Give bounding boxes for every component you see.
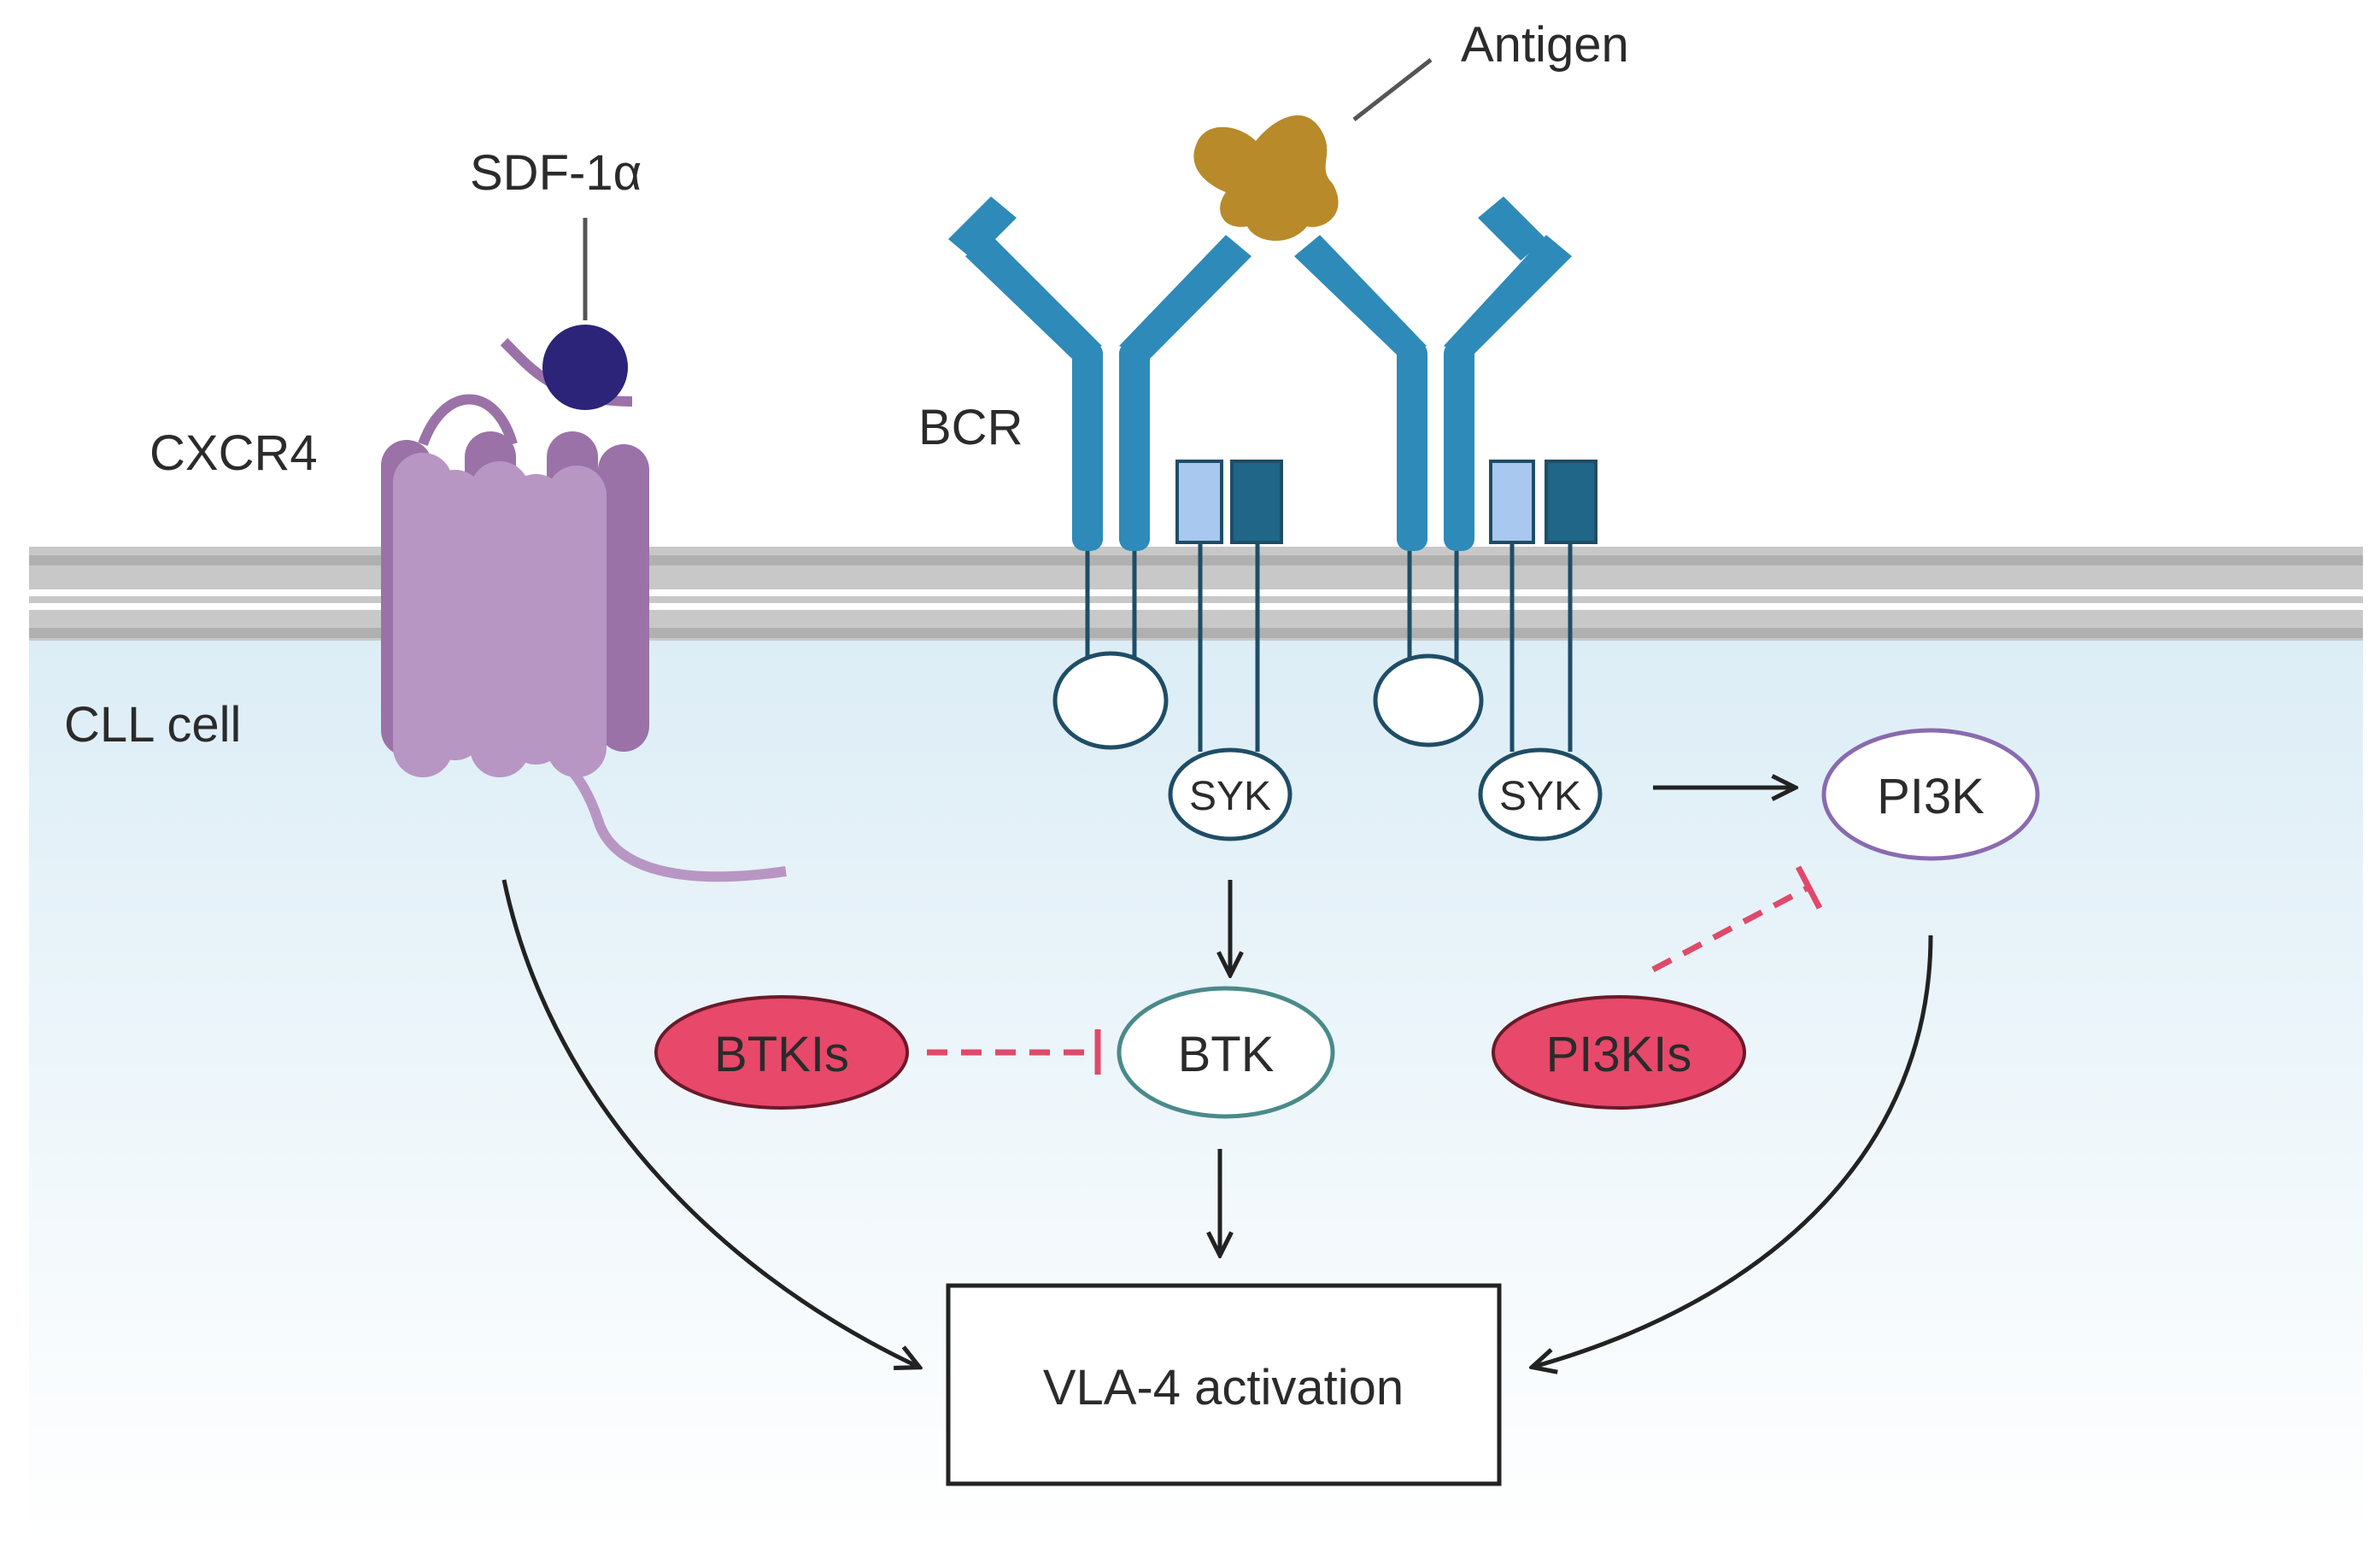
arrow-cxcr4-to-vla4	[501, 879, 918, 1367]
cell-membrane	[29, 547, 2363, 641]
sdf1a-label: SDF-1α	[470, 145, 642, 201]
antigen-label: Antigen	[1461, 17, 1629, 73]
pi3kis-inhibits-pi3k	[1651, 885, 1808, 973]
syk-right-node	[1478, 747, 1603, 841]
cd79-right	[1489, 460, 1597, 752]
pi3k-label: PI3K	[1877, 769, 1984, 824]
btkis-label: BTKIs	[714, 1027, 849, 1082]
inhibition-lines	[927, 865, 1823, 1075]
cll-cell-label: CLL cell	[64, 697, 241, 753]
pi3kis-node	[1492, 995, 1746, 1110]
cxcr4-label: CXCR4	[149, 425, 318, 481]
bcr-left	[948, 196, 1252, 551]
bcr-label: BCR	[918, 400, 1023, 455]
bcr-left-itam	[1052, 651, 1169, 750]
btkis-node	[654, 995, 909, 1110]
sdf1a-ligand	[542, 325, 628, 410]
syk-right-label: SYK	[1499, 774, 1581, 819]
antigen-leader-line	[1352, 58, 1433, 121]
btk-node	[1117, 986, 1335, 1119]
btk-label: BTK	[1178, 1027, 1275, 1082]
pi3k-node	[1821, 728, 2040, 861]
cd79-left	[1175, 460, 1283, 752]
syk-left-node	[1168, 747, 1293, 841]
vla4-label: VLA-4 activation	[1043, 1360, 1404, 1415]
bcr-right	[1294, 196, 1572, 551]
antigen-blob	[1193, 114, 1339, 241]
vla4-activation-box	[946, 1283, 1502, 1486]
signaling-arrows	[501, 788, 1933, 1367]
bcr-right-itam	[1373, 653, 1484, 747]
syk-left-label: SYK	[1189, 774, 1271, 819]
bcr-right-tails	[1407, 551, 1459, 675]
cxcr4-receptor	[381, 337, 787, 882]
pi3kis-label: PI3KIs	[1546, 1027, 1692, 1082]
bcr-left-tails	[1085, 551, 1137, 675]
arrow-pi3k-to-vla4	[1533, 935, 1933, 1367]
